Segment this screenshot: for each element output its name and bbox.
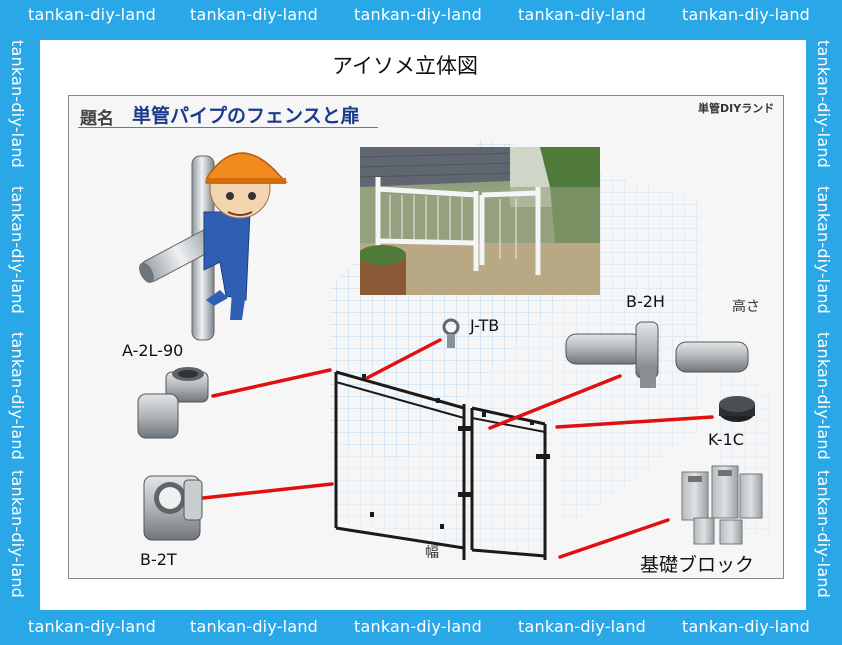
elbow-fitting — [137, 367, 209, 439]
label-b2h: B-2H — [626, 292, 665, 311]
watermark-left-2: tankan-diy-land — [8, 186, 27, 315]
ring-bolt — [442, 318, 460, 348]
foundation-blocks — [681, 465, 763, 545]
label-jtb: J-TB — [470, 316, 500, 335]
title-value: 単管パイプのフェンスと扉 — [132, 105, 360, 127]
watermark-bottom-5: tankan-diy-land — [682, 617, 811, 636]
watermark-left-3: tankan-diy-land — [8, 332, 27, 461]
tee-fitting — [143, 475, 203, 541]
label-b2t: B-2T — [140, 550, 177, 569]
label-k1c: K-1C — [708, 430, 744, 449]
watermark-right-1: tankan-diy-land — [814, 40, 833, 169]
watermark-left-1: tankan-diy-land — [8, 40, 27, 169]
brand-label: 単管DIYランド — [698, 102, 775, 115]
watermark-right-2: tankan-diy-land — [814, 186, 833, 315]
pointer-lines — [201, 338, 714, 559]
watermark-top-3: tankan-diy-land — [354, 5, 483, 24]
page-heading: アイソメ立体図 — [332, 54, 478, 78]
label-a2l90: A-2L-90 — [122, 341, 184, 360]
watermark-left-4: tankan-diy-land — [8, 470, 27, 599]
fence-panel — [334, 370, 466, 560]
watermark-top-5: tankan-diy-land — [682, 5, 811, 24]
hinge-fitting — [565, 321, 749, 388]
fence-photo — [360, 147, 600, 295]
watermark-top-4: tankan-diy-land — [518, 5, 647, 24]
watermark-right-4: tankan-diy-land — [814, 470, 833, 599]
watermark-top-1: tankan-diy-land — [28, 5, 157, 24]
gate-panel — [470, 406, 547, 560]
watermark-bottom-4: tankan-diy-land — [518, 617, 647, 636]
cap-fitting — [719, 396, 755, 422]
watermark-right-3: tankan-diy-land — [814, 332, 833, 461]
watermark-top-2: tankan-diy-land — [190, 5, 319, 24]
label-height: 高さ — [732, 299, 760, 315]
label-foundation-block: 基礎ブロック — [640, 554, 755, 576]
watermark-bottom-2: tankan-diy-land — [190, 617, 319, 636]
worker-illustration — [139, 152, 288, 341]
title-label: 題名 — [80, 109, 114, 129]
watermark-bottom-3: tankan-diy-land — [354, 617, 483, 636]
watermark-bottom-1: tankan-diy-land — [28, 617, 157, 636]
fence-fittings — [362, 374, 550, 529]
label-width: 幅 — [425, 545, 439, 561]
title-underline — [78, 127, 378, 128]
